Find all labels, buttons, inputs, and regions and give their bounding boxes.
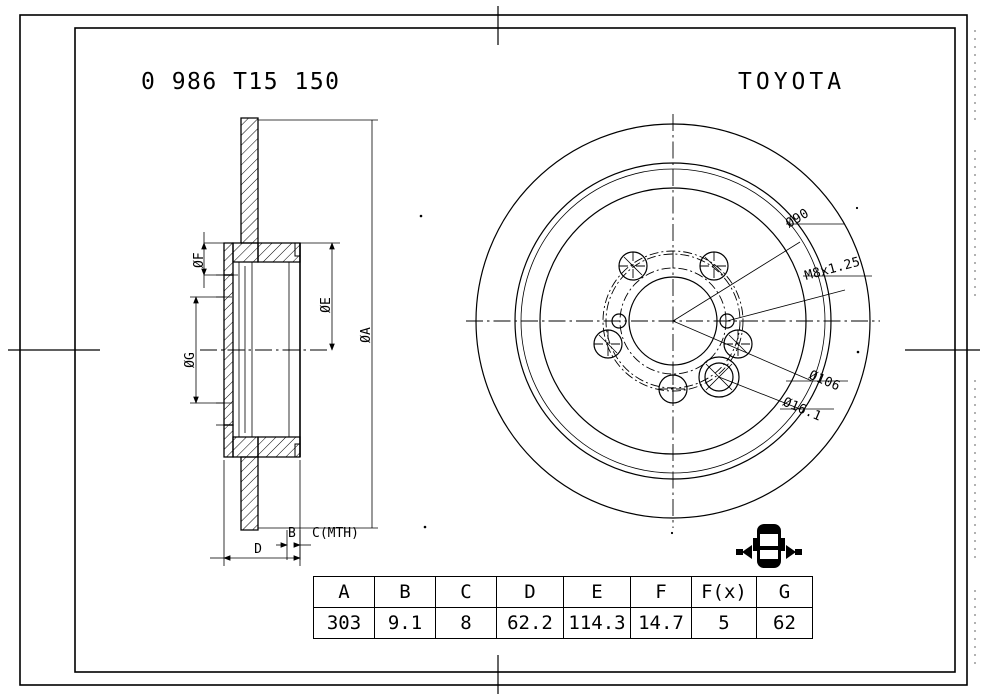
front-view-brake-disc xyxy=(466,114,880,528)
spec-table: A B C D E F F(x) G 303 9.1 8 62.2 114.3 … xyxy=(313,576,813,639)
spec-header-g: G xyxy=(756,576,813,608)
spec-value-fx: 5 xyxy=(691,607,757,639)
registration-ticks xyxy=(8,6,980,694)
scan-speckles xyxy=(419,206,860,535)
spec-header-a: A xyxy=(313,576,375,608)
spec-table-value-row: 303 9.1 8 62.2 114.3 14.7 5 62 xyxy=(313,607,813,639)
spec-table-header-row: A B C D E F F(x) G xyxy=(313,576,813,608)
brand-name: TOYOTA xyxy=(738,69,845,95)
section-label-dia-f: ØF xyxy=(192,252,207,268)
section-label-b: B xyxy=(288,526,296,541)
spec-value-a: 303 xyxy=(313,607,375,639)
section-label-dia-e: ØE xyxy=(319,297,334,313)
label-dia-f-text: ØF xyxy=(192,252,207,268)
label-dia-g-text: ØG xyxy=(183,352,198,368)
section-label-dia-g: ØG xyxy=(183,352,198,368)
annotation-bolt-circle-text: Ø106 xyxy=(806,368,842,395)
spec-value-d: 62.2 xyxy=(496,607,564,639)
part-number: 0 986 T15 150 xyxy=(141,69,341,95)
spec-value-g: 62 xyxy=(756,607,813,639)
spec-value-e: 114.3 xyxy=(563,607,631,639)
rear-axle-car-icon xyxy=(736,524,802,568)
spec-header-e: E xyxy=(563,576,631,608)
section-label-dia-a: ØA xyxy=(359,327,374,343)
spec-header-f: F xyxy=(630,576,692,608)
spec-header-d: D xyxy=(496,576,564,608)
bolt-hole-cross-marks xyxy=(598,256,748,354)
annotation-leaders xyxy=(672,223,872,410)
label-dia-e-text: ØE xyxy=(319,297,334,313)
annotation-bolt-circle: Ø106 xyxy=(806,368,842,395)
label-d-text: D xyxy=(254,542,262,557)
section-label-d: D xyxy=(254,542,262,557)
spec-value-f: 14.7 xyxy=(630,607,692,639)
section-label-c-mth: C(MTH) xyxy=(312,526,359,541)
label-b-text: B xyxy=(288,526,296,541)
spec-header-b: B xyxy=(374,576,436,608)
spec-value-b: 9.1 xyxy=(374,607,436,639)
section-dimensions xyxy=(190,119,378,566)
label-dia-a-text: ØA xyxy=(359,327,374,343)
spec-header-fx: F(x) xyxy=(691,576,757,608)
spec-header-c: C xyxy=(435,576,497,608)
annotation-bolt-hole: Ø16.1 xyxy=(780,395,823,425)
annotation-hub-dia: Ø90 xyxy=(783,206,812,231)
annotation-bolt-hole-text: Ø16.1 xyxy=(780,395,823,425)
label-c-text: C(MTH) xyxy=(312,526,359,541)
annotation-hub-dia-text: Ø90 xyxy=(783,206,812,231)
spec-value-c: 8 xyxy=(435,607,497,639)
section-view-brake-disc xyxy=(200,117,337,531)
